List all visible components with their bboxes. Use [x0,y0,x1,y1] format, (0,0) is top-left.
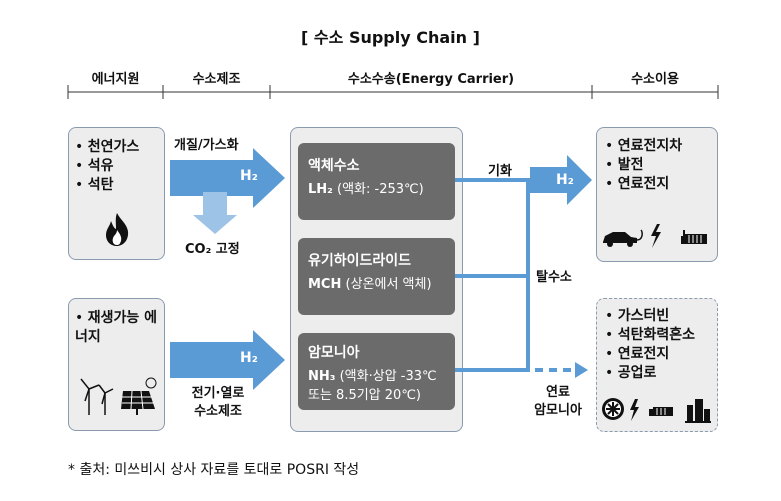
label-co2: CO₂ 고정 [185,242,240,257]
source-box-renewable: 재생가능 에너지 [68,298,165,431]
lightning-icon [630,399,639,421]
diagram-title: [ 수소 Supply Chain ] [301,28,480,47]
list-item: 가스터빈 [605,307,709,326]
header-energy-source: 에너지원 [91,72,140,87]
flame-icon [106,213,129,246]
header-transport: 수소수송(Energy Carrier) [347,72,515,87]
list-item: 석탄 [75,176,158,195]
source-box-fossil: 천연가스석유석탄 [68,127,165,260]
factory-icon [685,399,711,423]
list-item: 석유 [75,157,158,176]
list-item: 연료전지 [605,345,709,364]
list-item: 연료전지차 [605,137,709,156]
arrow-top [170,148,285,208]
label-h2-bottom: H₂ [240,350,258,366]
use-icons-2 [602,398,711,423]
fuel-cell-icon [649,407,673,416]
list-item: 천연가스 [75,138,158,157]
list-item: 발전 [605,156,709,175]
route-lines [455,155,592,378]
production-arrows [170,148,285,390]
list-item: 공업로 [605,364,709,383]
label-h2-top: H₂ [240,168,258,184]
arrow-bottom [170,330,285,390]
wind-turbine-icon [80,378,114,415]
use-box-hydrogen: 연료전지차발전연료전지 [596,127,718,262]
fuel-cell-icon [681,230,707,244]
header-timeline [67,85,719,99]
list-item: 재생가능 에너지 [75,309,158,347]
arrow-h2-use [530,155,592,205]
footnote: * 출처: 미쓰비시 상사 자료를 토대로 POSRI 작성 [68,462,360,478]
label-h2-use: H₂ [556,172,574,188]
list-item: 연료전지 [605,175,709,194]
header-use: 수소이용 [631,72,679,87]
label-gasify: 기화 [488,164,512,179]
use-box-ammonia: 가스터빈석탄화력혼소연료전지공업로 [596,298,718,432]
use-icons-1 [603,224,707,248]
list-item: 석탄화력혼소 [605,326,709,345]
turbine-icon [602,398,624,420]
lightning-icon [651,224,661,248]
electric-car-icon [603,229,643,247]
arrow-co2-down [193,192,237,234]
label-reforming: 개질/가스화 [174,138,239,153]
label-dehydrogenation: 탈수소 [536,270,572,285]
header-production: 수소제조 [192,72,241,87]
solar-panel-icon [121,377,157,415]
